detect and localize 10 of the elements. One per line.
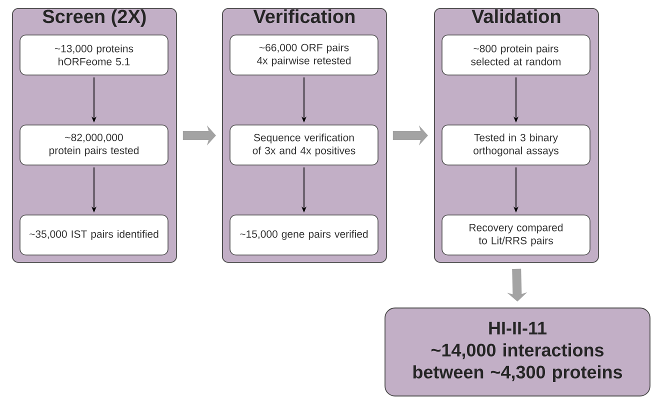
step-box: ~800 protein pairs selected at random	[442, 34, 590, 76]
step-box: ~15,000 gene pairs verified	[230, 214, 378, 256]
step-box: Tested in 3 binary orthogonal assays	[442, 124, 590, 166]
result-box: HI-II-11 ~14,000 interactions between ~4,300 proteins	[384, 308, 650, 396]
step-box: ~35,000 IST pairs identified	[20, 214, 168, 256]
step-box: Sequence verification of 3x and 4x positives	[230, 124, 378, 166]
step-box: Recovery compared to Lit/RRS pairs	[442, 214, 590, 256]
step-box: ~13,000 proteins hORFeome 5.1	[20, 34, 168, 76]
step-box: ~66,000 ORF pairs 4x pairwise retested	[230, 34, 378, 76]
step-box: ~82,000,000 protein pairs tested	[20, 124, 168, 166]
